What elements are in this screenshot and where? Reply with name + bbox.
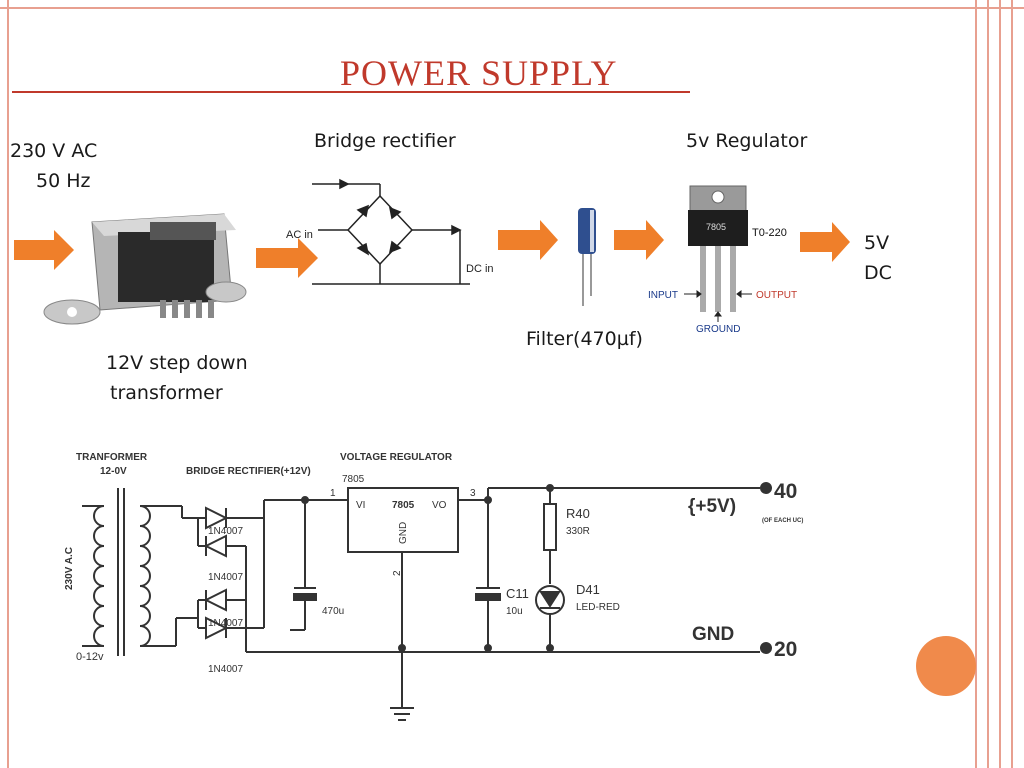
input-ac-line2: 50 Hz: [36, 170, 91, 192]
bridge-title: BRIDGE RECTIFIER(+12V): [186, 466, 311, 477]
transformer-label-line1: 12V step down: [106, 352, 248, 374]
decorative-circle: [916, 636, 976, 696]
slide-title: POWER SUPPLY: [340, 53, 618, 93]
pin-2-label: 2: [392, 570, 403, 576]
regulator-block: [347, 487, 459, 553]
out-plus-pin: 40: [774, 480, 797, 503]
bridge-ac-in: AC in: [286, 229, 313, 241]
regulator-part: 7805: [342, 474, 365, 485]
arrow-filter-out: [614, 220, 664, 260]
transformer-primary-label: 230V A.C: [64, 547, 75, 590]
out-gnd-label: GND: [692, 624, 734, 645]
cap-out-value: 10u: [506, 606, 523, 617]
out-plus-note: (OF EACH UC): [762, 518, 803, 524]
regulator-title: VOLTAGE REGULATOR: [340, 452, 453, 463]
res-name: R40: [566, 506, 590, 521]
arrow-bridge-out: [498, 220, 558, 260]
filter-label: Filter(470µf): [526, 328, 643, 350]
regulator-label: 5v Regulator: [686, 130, 808, 152]
arrow-input: [14, 230, 74, 270]
cap-out-name: C11: [506, 586, 529, 601]
reg-chip-label: 7805: [392, 500, 415, 511]
out-gnd-pin: 20: [774, 638, 797, 661]
pin-arrows: [684, 290, 752, 322]
transformer-secondary-coil: [139, 505, 151, 647]
bridge-rectifier-image: [312, 178, 470, 285]
arrow-transformer-out: [256, 238, 318, 278]
transformer-image: [43, 213, 247, 325]
bridge-rectifier-label: Bridge rectifier: [314, 130, 456, 152]
pin-1-label: 1: [330, 488, 336, 499]
transformer-title: TRANFORMER: [76, 452, 148, 463]
arrow-regulator-out: [800, 222, 850, 262]
pin-input-label: INPUT: [648, 290, 678, 301]
led-value: LED-RED: [576, 602, 620, 613]
transformer-label-line2: transformer: [110, 382, 223, 400]
capacitor-image: [578, 208, 596, 306]
pin-output-label: OUTPUT: [756, 290, 797, 301]
out-plus-label: {+5V): [688, 496, 736, 517]
regulator-image: [688, 185, 748, 312]
diode-1-label: 1N4007: [208, 526, 243, 537]
diode-2-label: 1N4007: [208, 572, 243, 583]
pin-3-label: 3: [470, 488, 476, 499]
reg-vo-label: VO: [432, 500, 447, 511]
transformer-primary-coil: [93, 505, 105, 647]
cap-in-value: 470u: [322, 606, 344, 617]
pin-ground-label: GROUND: [696, 324, 740, 335]
diode-4-label: 1N4007: [208, 664, 243, 675]
schematic: [82, 482, 772, 721]
diode-3-label: 1N4007: [208, 618, 243, 629]
flow-arrows: [14, 220, 850, 278]
regulator-package-label: T0-220: [752, 227, 787, 239]
regulator-chip-label: 7805: [706, 222, 726, 232]
transformer-secondary-label: 0-12v: [76, 651, 104, 663]
reg-gnd-label: GND: [398, 522, 409, 544]
bridge-dc-in: DC in: [466, 263, 494, 275]
output-dc-line1: 5V: [864, 232, 890, 254]
schematic-labels: TRANFORMER 12-0V 230V A.C 0-12v BRIDGE R…: [64, 452, 803, 675]
input-ac-line1: 230 V AC: [10, 140, 98, 162]
transformer-rating: 12-0V: [100, 466, 127, 477]
reg-vi-label: VI: [356, 500, 365, 511]
led-name: D41: [576, 582, 600, 597]
res-value: 330R: [566, 526, 590, 537]
output-dc-line2: DC: [864, 262, 892, 284]
